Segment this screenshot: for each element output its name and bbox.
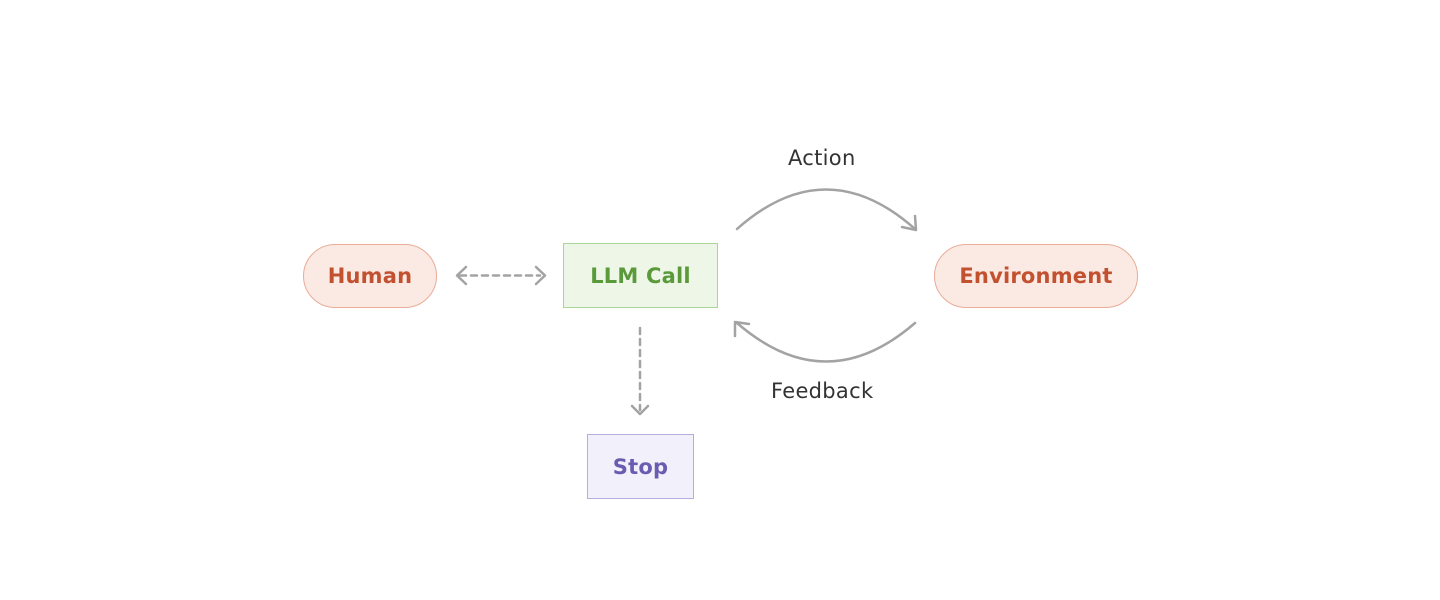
- environment-node: Environment: [934, 244, 1138, 308]
- feedback-arrow: [733, 320, 917, 363]
- stop-node: Stop: [587, 434, 694, 499]
- llm-stop-arrow: [630, 326, 650, 416]
- feedback-label: Feedback: [771, 379, 874, 403]
- llm-call-node: LLM Call: [563, 243, 718, 308]
- stop-label: Stop: [612, 454, 669, 479]
- action-arrow: [735, 188, 918, 232]
- human-llm-arrow: [455, 265, 547, 286]
- human-label: Human: [327, 264, 413, 288]
- environment-label: Environment: [959, 264, 1113, 288]
- human-node: Human: [303, 244, 437, 308]
- llm-call-label: LLM Call: [590, 263, 691, 288]
- action-label: Action: [788, 146, 856, 170]
